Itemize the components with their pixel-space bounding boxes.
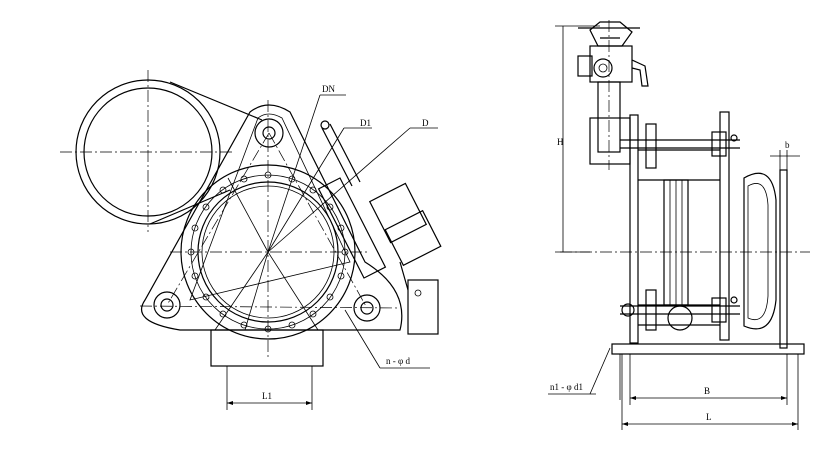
label-base-holes: n1 - φ d1 [550, 382, 583, 392]
label-b-small: b [785, 140, 790, 150]
bellows [743, 172, 777, 330]
label-l: L [706, 412, 712, 422]
side-view: H b B L n1 - φ d1 [548, 20, 810, 430]
label-l1: L1 [262, 391, 272, 401]
base-plate [611, 343, 805, 355]
valve-body-outline [140, 104, 403, 331]
top-pivot [254, 118, 284, 148]
label-d: D [422, 118, 429, 128]
front-view: DN D1 D n - φ d L1 [60, 70, 442, 410]
left-pivot [153, 291, 181, 319]
valve-base [210, 329, 324, 367]
bolt-holes [187, 171, 349, 333]
label-b: B [704, 386, 710, 396]
label-d1: D1 [360, 118, 371, 128]
label-h: H [557, 137, 564, 147]
label-bolt-holes: n - φ d [386, 356, 410, 366]
label-dn: DN [322, 84, 335, 94]
